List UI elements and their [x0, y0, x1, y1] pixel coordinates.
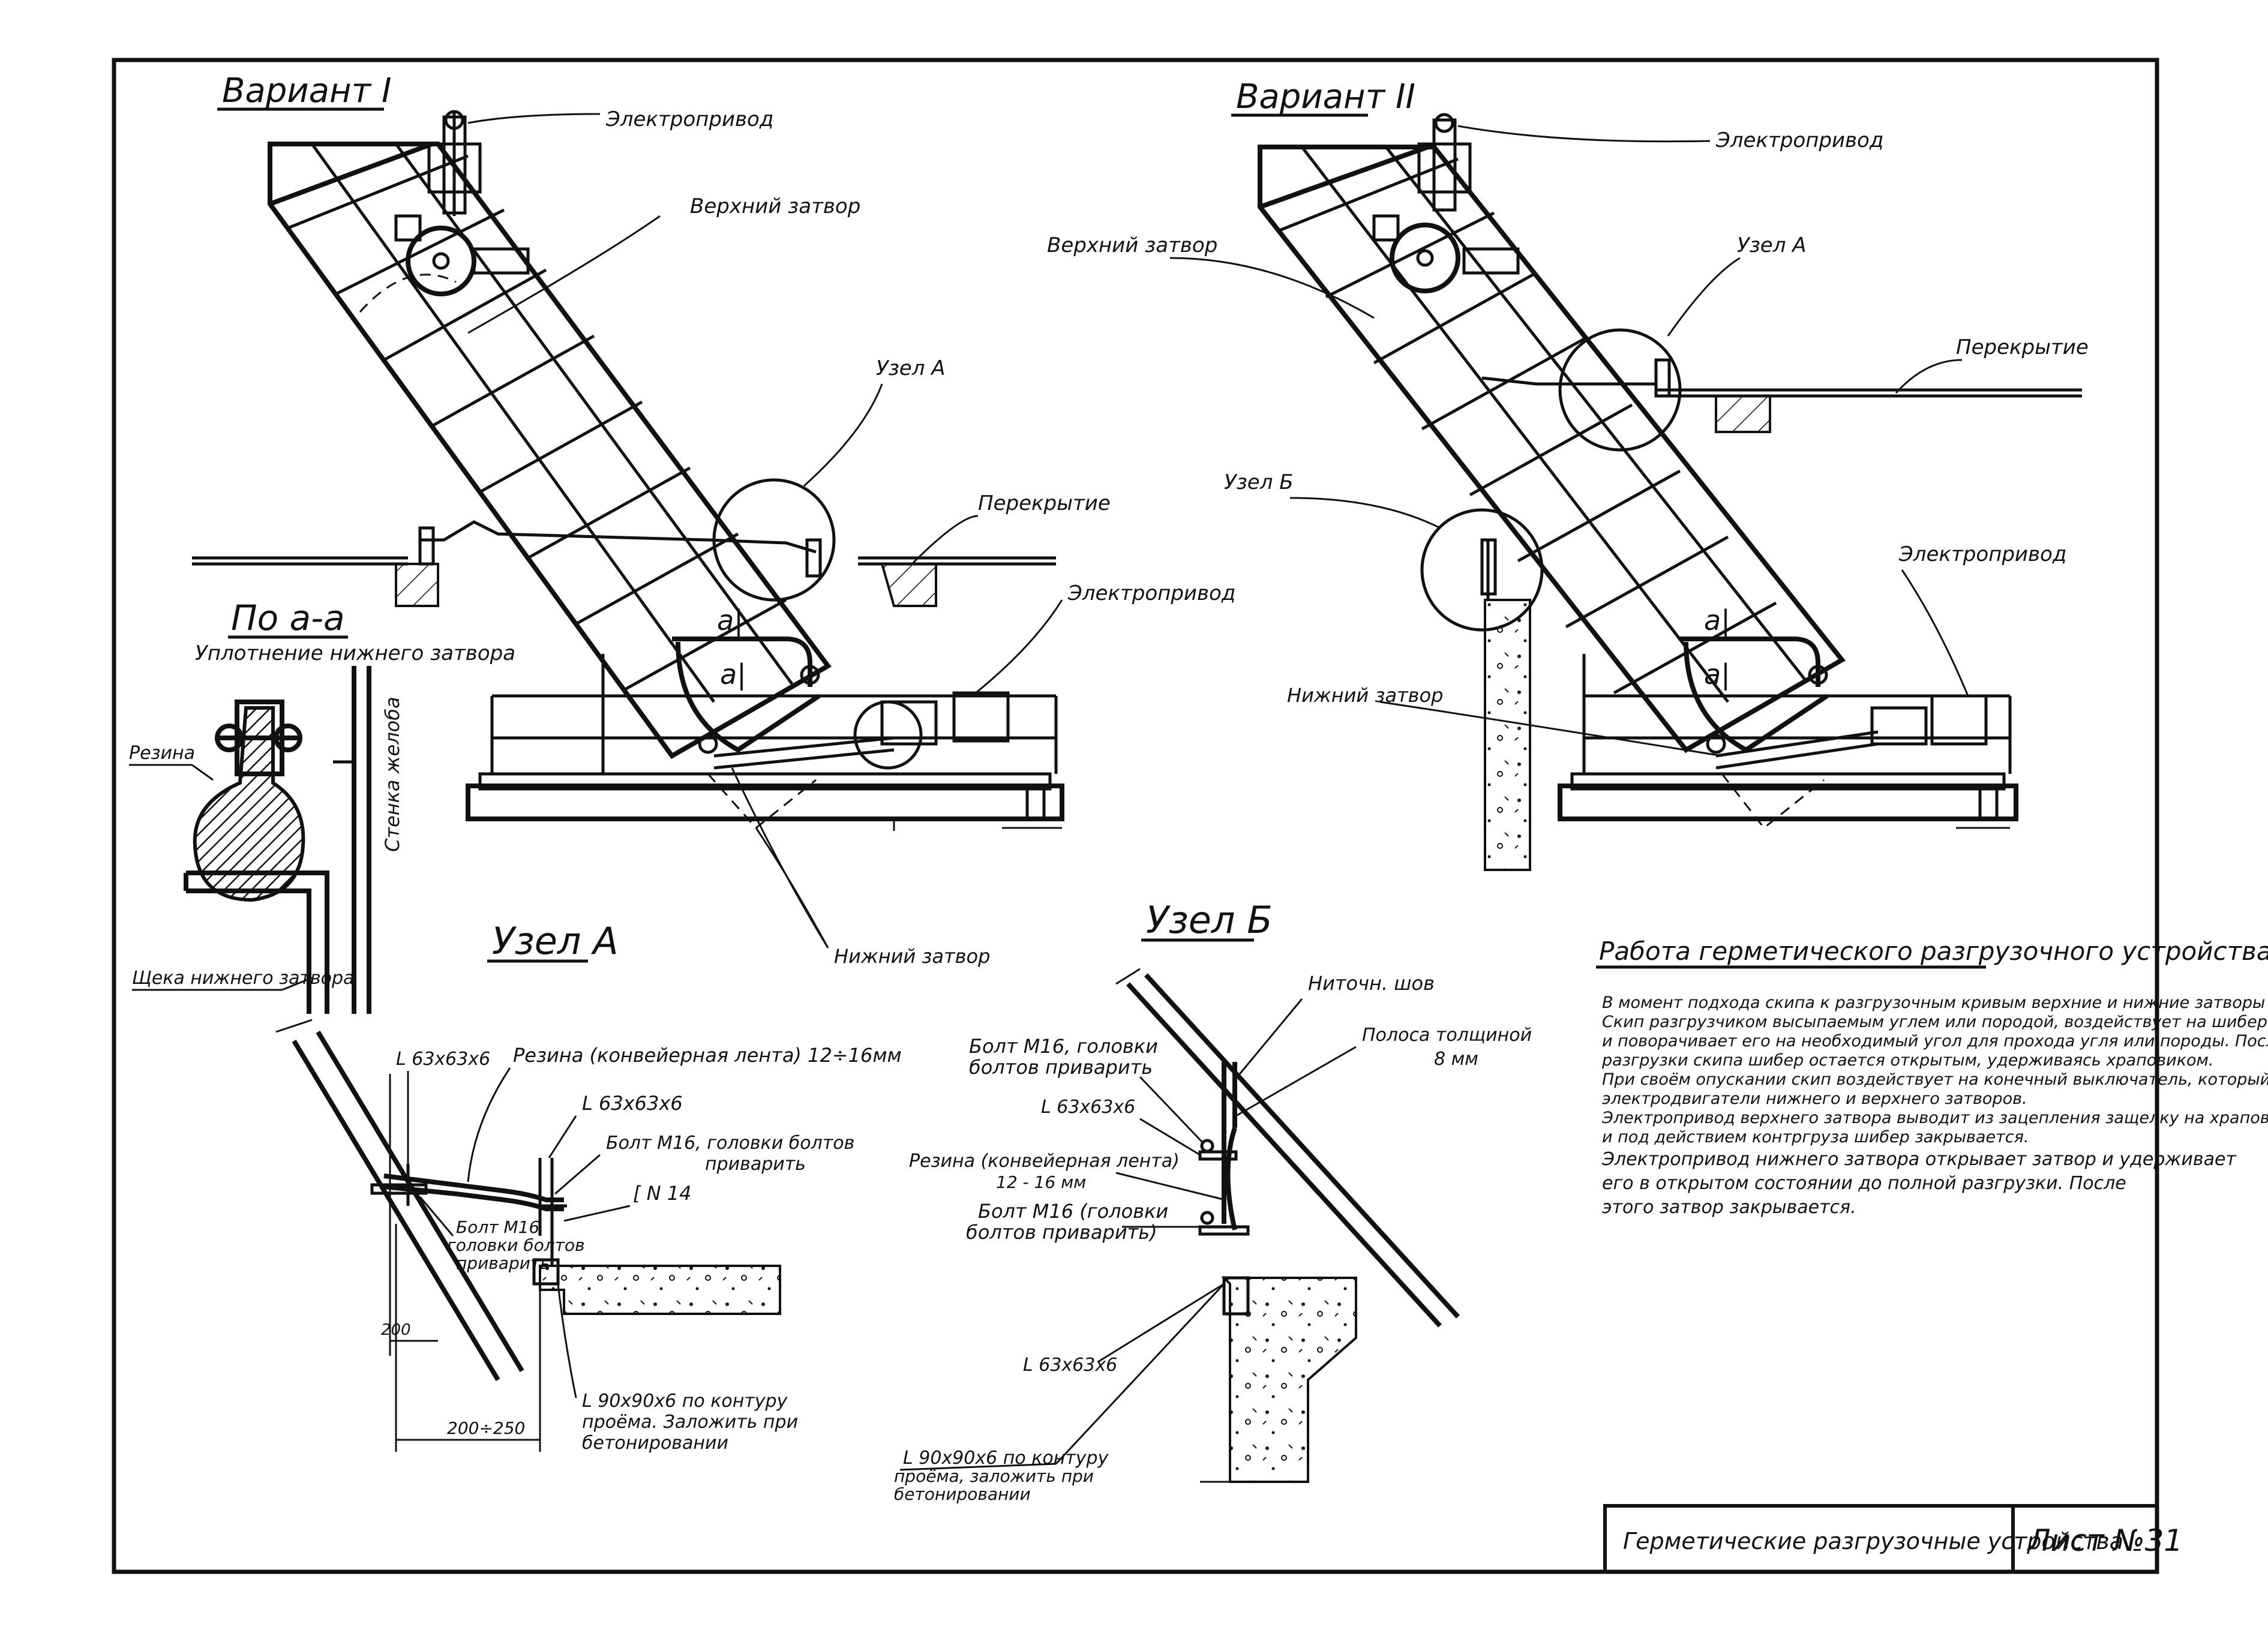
node-a-bolt1-line1: Болт М16, головки болтов — [606, 1133, 854, 1154]
node-a-contour-line1: L 90х90х6 по контуру — [582, 1391, 788, 1412]
notes-line: и под действием контргруза шибер закрыва… — [1602, 1128, 2029, 1146]
variant-2-upper-drive — [1372, 113, 1520, 293]
notes-line: Электропривод верхнего затвора выводит и… — [1601, 1109, 2268, 1127]
variant-1-drive-top-label: Электропривод — [605, 107, 773, 131]
variant-2-node-b-label: Узел Б — [1224, 470, 1294, 494]
variant-1-drive-bottom-label: Электропривод — [1067, 581, 1235, 605]
variant-1-floor — [192, 520, 1056, 607]
node-b-angle-top: L 63х63х6 — [1041, 1097, 1135, 1118]
node-a-detail: Узел А 200 200÷250 L 63х63х6 Резина (кон… — [275, 919, 902, 1454]
variant-2-title: Вариант II — [1236, 77, 1415, 116]
sheet-number: Лист №31 — [2027, 1523, 2183, 1558]
variant-1-mark-a1-lower: a| — [720, 658, 746, 691]
notes-line: его в открытом состоянии до полной разгр… — [1602, 1173, 2126, 1194]
variant-1-node-a-label: Узел А — [876, 356, 946, 380]
node-b-strip-line2: 8 мм — [1434, 1049, 1478, 1070]
variant-1-upper-drive — [394, 110, 530, 296]
section-aa-title: По а-а — [231, 598, 345, 638]
notes-line: разгрузки скипа шибер остается открытым,… — [1601, 1051, 2213, 1070]
variant-2-drive-bottom-label: Электропривод — [1898, 542, 2066, 566]
node-b-bolt-top-line2: болтов приварить — [969, 1056, 1153, 1079]
node-a-angle-1: L 63х63х6 — [396, 1049, 490, 1070]
node-b-rubber-line1: Резина (конвейерная лента) — [909, 1151, 1180, 1172]
node-a-dim-range: 200÷250 — [447, 1418, 525, 1438]
node-b-contour-line3: бетонировании — [894, 1484, 1031, 1504]
node-a-bolt2-line1: Болт М16 — [456, 1217, 539, 1237]
variant-1-gate-frame: a| a| — [672, 604, 821, 754]
title-stamp: Герметические разгрузочные устройства Ли… — [1603, 1504, 2183, 1574]
variant-1-title: Вариант I — [222, 71, 392, 110]
node-b-detail: Узел Б Ниточн. шов Полоса толщиной 8 мм … — [894, 898, 1532, 1504]
node-b-bolt-top-line1: Болт М16, головки — [969, 1035, 1158, 1058]
notes-line: Электропривод нижнего затвора открывает … — [1601, 1149, 2237, 1170]
variant-2-floor — [1481, 358, 2082, 433]
variant-1-drawing: Вариант I — [192, 71, 1235, 968]
variant-2-base — [1558, 654, 2018, 829]
variant-2-drawing: Вариант II — [1047, 77, 2089, 871]
node-b-angle-bottom: L 63х63х6 — [1023, 1355, 1117, 1376]
variant-2-upper-gate-label: Верхний затвор — [1047, 233, 1217, 257]
variant-1-mark-a1-upper: a| — [717, 604, 743, 637]
notes-title: Работа герметического разгрузочного устр… — [1599, 936, 2268, 966]
node-b-weld: Ниточн. шов — [1308, 972, 1435, 995]
node-a-bolt1-line2: приварить — [705, 1154, 806, 1175]
operation-notes: Работа герметического разгрузочного устр… — [1596, 936, 2268, 1218]
notes-line: В момент подхода скипа к разгрузочным кр… — [1602, 993, 2268, 1012]
variant-2-node-a-circle — [1558, 328, 1682, 452]
sheet-frame — [112, 58, 2159, 1574]
section-aa-cheek-label: Щека нижнего затвора — [132, 968, 354, 989]
node-a-bolt2-line3: приварить — [456, 1253, 550, 1273]
variant-1-node-a-circle — [712, 478, 836, 602]
variant-1-base — [466, 654, 1064, 831]
node-a-rubber-note: Резина (конвейерная лента) 12÷16мм — [513, 1044, 902, 1067]
node-b-rubber-line2: 12 - 16 мм — [996, 1172, 1086, 1192]
notes-lines: В момент подхода скипа к разгрузочным кр… — [1601, 993, 2268, 1218]
notes-line: Скип разгрузчиком высыпаемым углем или п… — [1602, 1013, 2268, 1031]
variant-2-node-a-label: Узел А — [1737, 233, 1807, 257]
variant-2-floor-label: Перекрытие — [1956, 335, 2089, 359]
node-a-channel: [ N 14 — [633, 1182, 691, 1205]
variant-1-floor-label: Перекрытие — [978, 491, 1111, 515]
section-aa-rubber-label: Резина — [129, 743, 195, 764]
notes-line: этого затвор закрывается. — [1602, 1197, 1856, 1218]
notes-line: и поворачивает его на необходимый угол д… — [1602, 1032, 2268, 1050]
section-aa-wall-label: Стенка желоба — [381, 697, 404, 852]
notes-line: При своём опускании скип воздействует на… — [1602, 1070, 2268, 1089]
notes-line: электродвигатели нижнего и верхнего затв… — [1602, 1089, 2027, 1108]
variant-2-mark-a1-upper: a| — [1704, 604, 1730, 637]
variant-1-upper-gate-label: Верхний затвор — [690, 194, 860, 218]
variant-2-callouts: Электропривод Верхний затвор Узел А Пере… — [1047, 125, 2089, 757]
node-a-contour-line3: бетонировании — [582, 1433, 728, 1454]
section-aa: По а-а Уплотнение нижнего затвора Резина… — [129, 598, 515, 1014]
variant-2-mark-a1-lower: a| — [1704, 658, 1730, 691]
node-b-bolt-bottom-line1: Болт М16 (головки — [978, 1200, 1168, 1223]
variant-2-wall — [1480, 538, 1531, 871]
node-a-title: Узел А — [492, 919, 619, 963]
node-b-bolt-bottom-line2: болтов приварить) — [966, 1221, 1157, 1244]
variant-2-lower-drive — [1715, 694, 1988, 830]
stamp-title: Герметические разгрузочные устройства — [1623, 1528, 2123, 1554]
node-a-contour-line2: проёма. Заложить при — [582, 1412, 798, 1433]
node-a-angle-2: L 63х63х6 — [582, 1092, 683, 1115]
variant-2-node-b-circle — [1420, 508, 1544, 632]
variant-2-lower-gate-label: Нижний затвор — [1287, 684, 1443, 707]
variant-1-callouts: Электропривод Верхний затвор Узел А Пере… — [467, 107, 1235, 968]
variant-1-lower-gate-label: Нижний затвор — [834, 945, 990, 968]
node-a-bolt2-line2: головки болтов — [447, 1235, 585, 1255]
node-b-strip-line1: Полоса толщиной — [1362, 1025, 1532, 1046]
node-b-title: Узел Б — [1146, 898, 1273, 942]
variant-2-gate-frame: a| a| — [1680, 604, 1829, 754]
section-aa-subtitle: Уплотнение нижнего затвора — [195, 641, 515, 665]
variant-2-drive-top-label: Электропривод — [1715, 128, 1883, 152]
variant-1-lower-drive — [707, 691, 1010, 830]
